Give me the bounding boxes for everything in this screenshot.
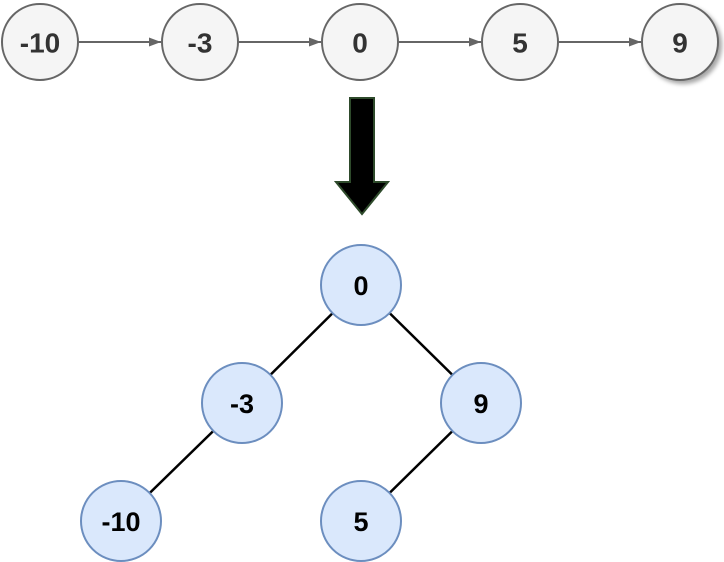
tree-node-9: 9 [440, 362, 522, 444]
node-label: -10 [20, 28, 60, 59]
linked-list: -10 -3 0 5 9 [1, 3, 719, 81]
node-circle [481, 3, 559, 81]
node-circle [320, 480, 402, 562]
node-label: 5 [353, 507, 368, 537]
list-node-9: 9 [641, 3, 719, 81]
node-circle [320, 244, 402, 326]
tree-node-0: 0 [320, 244, 402, 326]
list-node-5: 5 [481, 3, 559, 81]
node-label: 0 [353, 271, 368, 301]
node-label: 0 [352, 28, 368, 59]
node-label: -3 [188, 28, 213, 59]
node-label: 9 [473, 389, 488, 419]
node-label: -10 [101, 507, 140, 537]
node-circle [80, 480, 162, 562]
list-node-0: 0 [321, 3, 399, 81]
binary-tree: 0 -3 9 -10 5 [80, 244, 522, 562]
node-circle [321, 3, 399, 81]
transform-arrow-icon [333, 97, 391, 216]
node-circle [440, 362, 522, 444]
list-node-neg-3: -3 [161, 3, 239, 81]
tree-node-5: 5 [320, 480, 402, 562]
tree-node-neg-3: -3 [201, 362, 283, 444]
node-label: 5 [512, 28, 528, 59]
tree-node-neg-10: -10 [80, 480, 162, 562]
node-circle [1, 3, 79, 81]
node-circle [641, 3, 719, 81]
node-label: 9 [672, 28, 688, 59]
node-label: -3 [230, 389, 254, 419]
node-circle [201, 362, 283, 444]
node-circle [161, 3, 239, 81]
list-node-neg-10: -10 [1, 3, 79, 81]
